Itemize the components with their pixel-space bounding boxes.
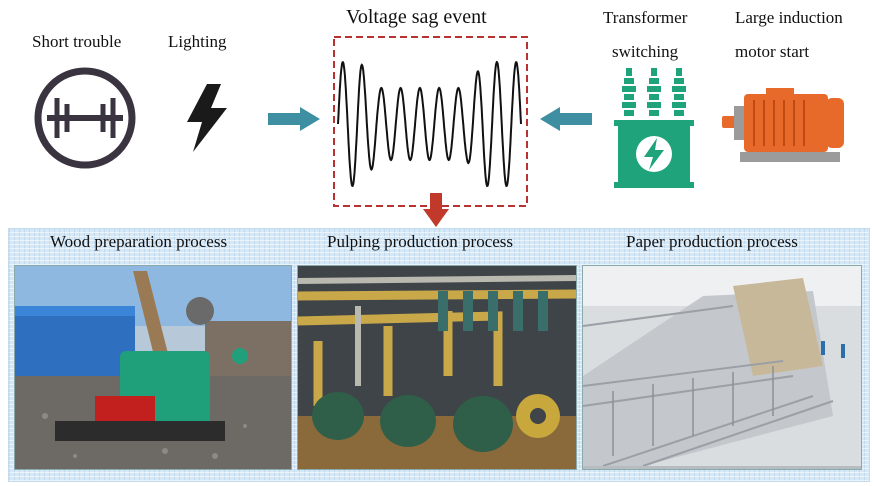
lightning-bolt-icon (187, 84, 227, 152)
short-trouble-label: Short trouble (32, 32, 122, 51)
pulping-production-label: Pulping production process (327, 232, 514, 251)
short-circuit-symbol-icon (34, 67, 136, 169)
wood-preparation-photo (14, 265, 292, 470)
transformer-icon (614, 68, 694, 188)
paper-production-photo (582, 265, 862, 470)
motor-label-line1: Large induction (735, 8, 843, 27)
voltage-sag-title: Voltage sag event (346, 6, 487, 28)
pulping-production-photo (297, 265, 577, 470)
transformer-label-line1: Transformer (603, 8, 688, 27)
paper-production-label: Paper production process (626, 232, 798, 251)
induction-motor-icon (722, 88, 844, 162)
lighting-label: Lighting (168, 32, 227, 51)
wood-preparation-label: Wood preparation process (50, 232, 228, 251)
arrow-right-icon (268, 107, 320, 131)
arrow-down-icon (423, 193, 449, 227)
arrow-left-icon (540, 107, 592, 131)
motor-label-line2: motor start (735, 42, 810, 61)
voltage-sag-waveform (333, 36, 528, 207)
transformer-label-line2: switching (612, 42, 679, 61)
